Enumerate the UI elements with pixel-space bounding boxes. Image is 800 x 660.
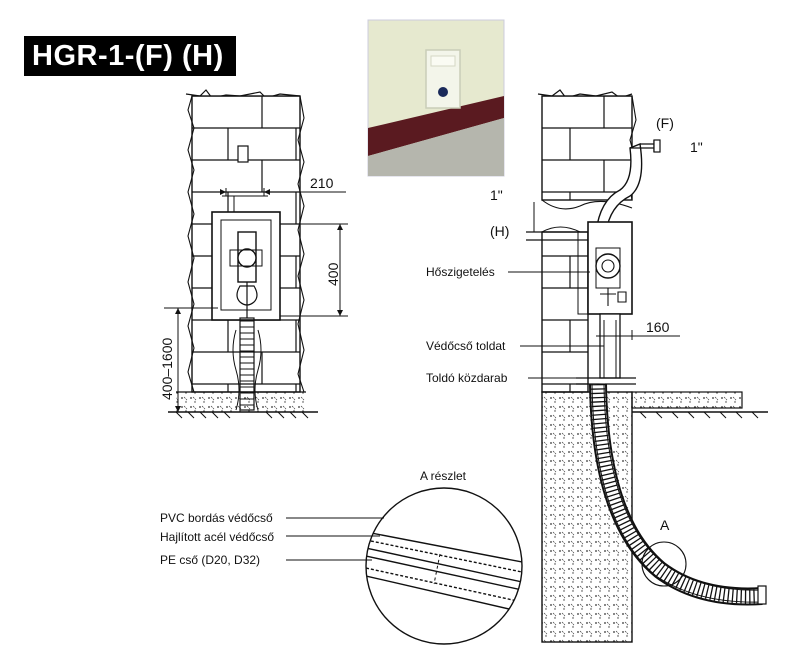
detail-a-marker	[641, 541, 687, 587]
label-h-size: 1"	[490, 187, 503, 203]
label-pvc: PVC bordás védőcső	[160, 511, 273, 525]
label-steel: Hajlított acél védőcső	[160, 530, 274, 544]
diagram-title: HGR-1-(F) (H)	[24, 36, 236, 76]
label-connector: Toldó közdarab	[426, 371, 508, 385]
detail-mark-label: A	[660, 517, 670, 533]
label-sleeve-extension: Védőcső toldat	[426, 339, 506, 353]
detail-title: A részlet	[420, 469, 467, 483]
label-h: (H)	[490, 223, 509, 239]
front-elevation: 210 400 400–1600	[159, 89, 348, 419]
dim-width-top: 210	[310, 175, 334, 191]
gas-meter-section	[595, 253, 621, 279]
label-f-size: 1"	[690, 139, 703, 155]
dim-width-right: 160	[646, 319, 670, 335]
label-pe: PE cső (D20, D32)	[160, 553, 260, 567]
dim-box-height: 400	[325, 262, 341, 286]
label-insulation: Hőszigetelés	[426, 265, 495, 279]
detail-a-view	[286, 487, 523, 645]
label-f: (F)	[656, 115, 674, 131]
photo-inset	[367, 19, 505, 177]
dim-install-height: 400–1600	[159, 337, 175, 400]
callouts	[508, 271, 604, 379]
side-section: A 160	[526, 89, 768, 643]
lock-icon	[438, 87, 448, 97]
